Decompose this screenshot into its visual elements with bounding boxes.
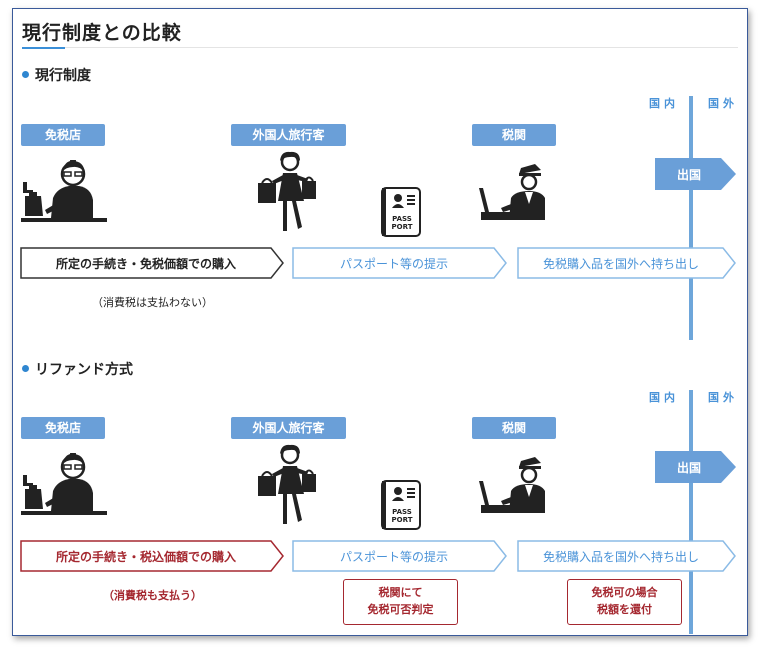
passport-text-2: PORT: [392, 223, 413, 231]
passport-icon: PASS PORT: [381, 480, 421, 534]
tourist-shopping-icon: [256, 444, 320, 534]
section-title-current: 現行制度: [22, 65, 91, 85]
passport-icon: PASS PORT: [381, 187, 421, 241]
step-purchase-label: 所定の手続き・免税価額での購入: [55, 257, 236, 271]
zone-foreign-label: 国外: [708, 97, 738, 110]
step-export-label: 免税購入品を国外へ持ち出し: [542, 257, 699, 271]
title-accent-bar: [22, 47, 65, 49]
tax-refund-box: 免税可の場合 税額を還付: [567, 579, 682, 625]
step-export-refund: 免税購入品を国外へ持ち出し: [517, 540, 737, 576]
border-line: [689, 96, 693, 340]
departure-label: 出国: [676, 461, 701, 475]
tag-customs: 税関: [472, 124, 556, 146]
step-passport-current: パスポート等の提示: [292, 247, 508, 283]
tag-customs: 税関: [472, 417, 556, 439]
page-title: 現行制度との比較: [22, 22, 182, 44]
tax-note-current: （消費税は支払わない）: [92, 296, 213, 309]
passport-text-2: PORT: [392, 516, 413, 524]
departure-arrow: 出国: [655, 451, 736, 483]
border-line: [689, 390, 693, 634]
tax-refund-line-2: 税額を還付: [597, 603, 652, 616]
step-purchase-refund: 所定の手続き・税込価額での購入: [20, 540, 285, 576]
title-divider: [22, 47, 738, 48]
customs-judgement-line-1: 税関にて: [378, 586, 423, 599]
tag-foreign-tourist: 外国人旅行客: [231, 124, 346, 146]
shop-clerk-icon: [21, 158, 107, 228]
step-export-label: 免税購入品を国外へ持ち出し: [542, 550, 699, 564]
section-title-refund: リファンド方式: [22, 359, 133, 379]
departure-label: 出国: [676, 168, 701, 182]
customs-judgement-box: 税関にて 免税可否判定: [343, 579, 458, 625]
comparison-panel: [12, 8, 748, 636]
tag-foreign-tourist: 外国人旅行客: [231, 417, 346, 439]
passport-text-1: PASS: [392, 215, 412, 223]
shop-clerk-icon: [21, 451, 107, 521]
step-export-current: 免税購入品を国外へ持ち出し: [517, 247, 737, 283]
step-purchase-current: 所定の手続き・免税価額での購入: [20, 247, 285, 283]
tourist-shopping-icon: [256, 151, 320, 241]
customs-judgement-line-2: 免税可否判定: [367, 603, 434, 616]
customs-officer-icon: [479, 457, 547, 519]
tax-note-refund: （消費税も支払う）: [103, 589, 202, 602]
passport-text-1: PASS: [392, 508, 412, 516]
step-purchase-label: 所定の手続き・税込価額での購入: [55, 550, 236, 564]
zone-domestic-label: 国内: [649, 391, 679, 404]
zone-domestic-label: 国内: [649, 97, 679, 110]
step-passport-label: パスポート等の提示: [339, 550, 448, 564]
customs-officer-icon: [479, 164, 547, 226]
tax-refund-line-1: 免税可の場合: [591, 586, 658, 599]
tag-tax-free-shop: 免税店: [21, 124, 105, 146]
tag-tax-free-shop: 免税店: [21, 417, 105, 439]
step-passport-label: パスポート等の提示: [339, 257, 448, 271]
departure-arrow: 出国: [655, 158, 736, 190]
zone-foreign-label: 国外: [708, 391, 738, 404]
step-passport-refund: パスポート等の提示: [292, 540, 508, 576]
